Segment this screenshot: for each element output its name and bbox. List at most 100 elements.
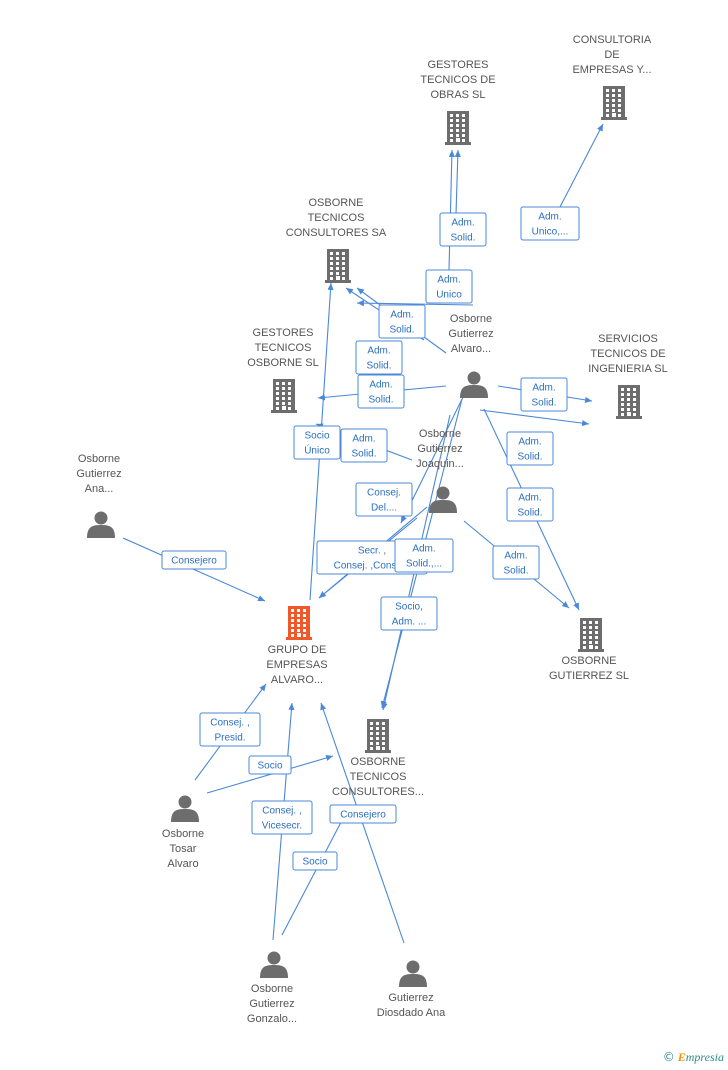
brand-logo[interactable]: © Empresia — [663, 1050, 724, 1065]
node-osborne_tec_sa[interactable]: OSBORNE TECNICOS CONSULTORES SA — [286, 197, 387, 283]
edge-label-box — [425, 269, 473, 304]
edge-label-box — [199, 712, 261, 747]
node-label: Gutierrez — [76, 468, 121, 480]
edge-label[interactable]: Adm.Solid. — [355, 340, 403, 375]
node-label: Ana... — [85, 483, 114, 495]
person-icon[interactable] — [260, 951, 288, 979]
edge-label-box — [506, 431, 554, 466]
edge-label-text: Consejero — [171, 556, 217, 567]
edge-label-text: Solid. — [531, 398, 556, 409]
node-label: OSBORNE — [350, 756, 405, 768]
edge-label[interactable]: Socio,Adm. ... — [380, 596, 438, 631]
edge-label[interactable]: Adm.Unico,... — [520, 206, 580, 241]
edge-label[interactable]: Adm.Solid. — [357, 374, 405, 409]
node-label: CONSULTORES SA — [286, 227, 387, 239]
edge-label[interactable]: Socio — [248, 755, 292, 775]
edge-label-text: Consej. ,Conse... — [334, 561, 411, 572]
node-label: GUTIERREZ SL — [549, 670, 629, 682]
edge-label-text: Adm. — [451, 218, 474, 229]
edge-label[interactable]: Consej. ,Vicesecr. — [251, 800, 313, 835]
edge-label-text: Solid. — [366, 361, 391, 372]
edge-label[interactable]: Adm.Solid. — [506, 431, 554, 466]
building-icon[interactable] — [365, 719, 391, 753]
brand-initial: E — [677, 1050, 686, 1064]
edge-label-box — [292, 851, 338, 871]
node-label: OSBORNE — [561, 655, 616, 667]
edge-label-text: Solid. — [368, 395, 393, 406]
edge-label-text: Solid. — [389, 325, 414, 336]
node-osborne_tec_cons[interactable]: OSBORNETECNICOSCONSULTORES... — [332, 719, 424, 798]
edge-label[interactable]: Socio — [292, 851, 338, 871]
edge-label[interactable]: Adm.Solid. — [378, 304, 426, 339]
node-label: OSBORNE — [308, 197, 363, 209]
building-icon[interactable] — [578, 618, 604, 652]
edge-label-text: Vicesecr. — [262, 821, 302, 832]
edge-label-box — [357, 374, 405, 409]
edge-label[interactable]: Adm.Solid. — [340, 428, 388, 463]
edge-label-text: Adm. — [518, 493, 541, 504]
node-joaquin[interactable]: OsborneGutierrezJoaquin... — [416, 428, 464, 513]
edge-label-text: Consejero — [340, 810, 386, 821]
edge-label-text: Adm. — [504, 551, 527, 562]
edge-label-text: Socio — [302, 857, 327, 868]
edge-label-text: Solid. — [517, 452, 542, 463]
edge-label[interactable]: Consej.Del.... — [355, 482, 413, 517]
edge-label[interactable]: Adm.Solid. — [506, 487, 554, 522]
edge-label-box — [293, 425, 341, 460]
person-icon[interactable] — [171, 795, 199, 823]
building-icon[interactable] — [325, 249, 351, 283]
node-gonzalo[interactable]: OsborneGutierrezGonzalo... — [247, 951, 297, 1026]
edge-label[interactable]: Consejero — [329, 804, 397, 824]
edge-label[interactable]: Adm.Solid.,... — [394, 538, 454, 573]
edge-label-box — [329, 804, 397, 824]
node-osborne_gut_sl[interactable]: OSBORNE GUTIERREZ SL — [549, 618, 629, 682]
building-icon[interactable] — [445, 111, 471, 145]
edge-label-text: Adm. — [532, 383, 555, 394]
building-icon[interactable] — [601, 86, 627, 120]
building-icon[interactable] — [271, 379, 297, 413]
edge-label-box — [380, 596, 438, 631]
node-label: TECNICOS — [308, 212, 365, 224]
node-label: TECNICOS DE — [590, 348, 665, 360]
person-icon[interactable] — [429, 486, 457, 514]
edge-label-box — [161, 550, 227, 570]
node-label: Diosdado Ana — [377, 1007, 446, 1019]
relationship-edge — [559, 123, 604, 208]
edge-label-box — [355, 340, 403, 375]
node-alvaro_person[interactable]: OsborneGutierrezAlvaro... — [448, 313, 494, 399]
node-label: Alvaro... — [451, 343, 491, 355]
building-icon[interactable] — [616, 385, 642, 419]
edge-label-box — [355, 482, 413, 517]
node-label: DE — [604, 49, 619, 61]
person-icon[interactable] — [460, 371, 488, 399]
node-label: Gutierrez — [417, 443, 462, 455]
edge-label[interactable]: Adm.Solid. — [492, 545, 540, 580]
building-icon[interactable] — [286, 606, 312, 640]
edge-label[interactable]: Adm.Solid. — [439, 212, 487, 247]
node-label: GRUPO DE — [268, 644, 327, 656]
node-label: CONSULTORIA — [573, 34, 652, 46]
person-icon[interactable] — [87, 511, 115, 539]
edge-label[interactable]: Adm. Solid. — [520, 377, 568, 412]
node-label: OBRAS SL — [430, 89, 485, 101]
edge-label-box — [506, 487, 554, 522]
edge-label-text: Solid. — [351, 449, 376, 460]
edge-label[interactable]: Adm.Unico — [425, 269, 473, 304]
person-icon[interactable] — [399, 960, 427, 988]
brand-name: mpresia — [685, 1050, 724, 1064]
relationship-edge — [448, 149, 455, 271]
relationship-edge — [454, 149, 461, 215]
node-grupo[interactable]: GRUPO DEEMPRESASALVARO... — [266, 606, 328, 686]
node-ana[interactable]: OsborneGutierrezAna... — [76, 453, 122, 539]
node-label: Alvaro — [167, 858, 198, 870]
edge-label[interactable]: Consej. ,Presid. — [199, 712, 261, 747]
edge-label-text: Socio — [257, 761, 282, 772]
edge-label[interactable]: Consejero — [161, 550, 227, 570]
